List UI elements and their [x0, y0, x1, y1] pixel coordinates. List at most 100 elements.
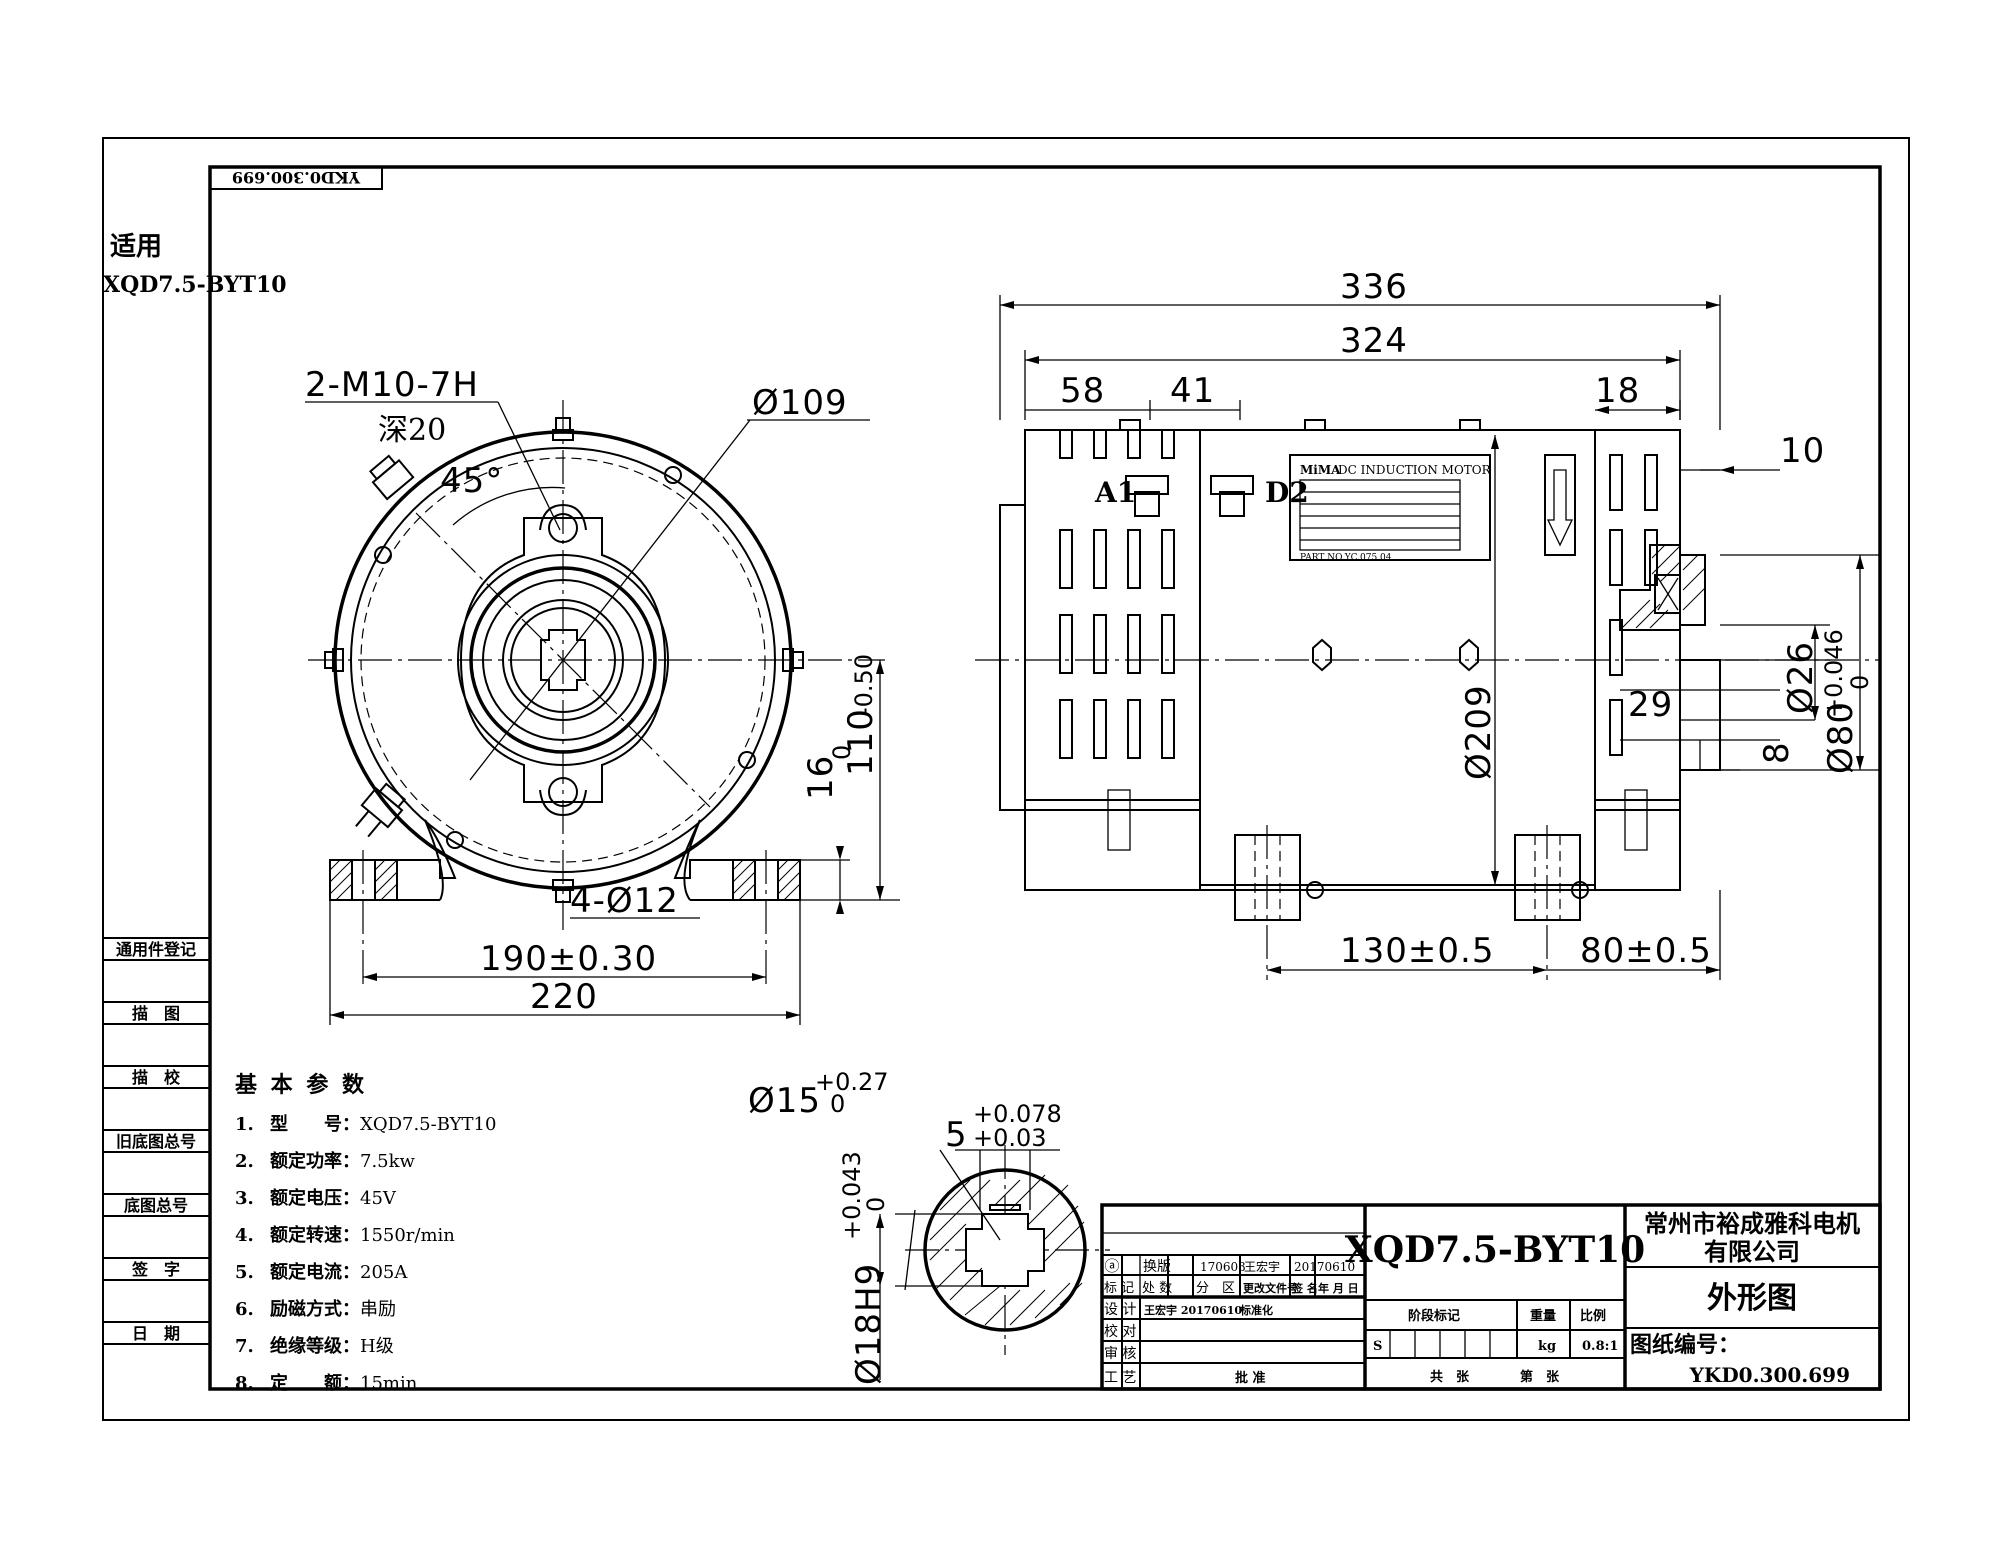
side-label-4: 旧底图总号: [116, 1132, 196, 1151]
thread-callout: 2-M10-7H: [305, 365, 479, 405]
spline-diameter-18H9: Ø18H9: [849, 1263, 889, 1385]
tb-company-line1: 常州市裕成雅科电机: [1644, 1209, 1860, 1238]
tb-row-mark: 标 记: [1104, 1281, 1134, 1296]
tb-rev-mark: ⓐ: [1104, 1257, 1119, 1275]
tb-drawing-no-label: 图纸编号：: [1630, 1332, 1740, 1358]
inner-border: [208, 165, 1882, 1391]
tb-rev-desc: 换版: [1143, 1258, 1171, 1275]
param-item: 7.绝缘等级：H级: [235, 1335, 394, 1357]
side-label-1: 通用件登记: [116, 940, 196, 959]
foot-width-220: 220: [530, 977, 598, 1017]
height-110: 110: [841, 708, 881, 776]
dim-29: 29: [1628, 685, 1673, 725]
flange-tol-lower: 0: [1846, 675, 1874, 690]
tb-rev-date: 20170610: [1294, 1260, 1355, 1274]
outer-border: [102, 137, 1910, 1421]
tb-drawing-name: 外形图: [1707, 1281, 1797, 1316]
param-item: 6.励磁方式：串励: [235, 1298, 396, 1320]
terminal-d2: D2: [1265, 476, 1309, 509]
tb-row-qty: 处 数: [1142, 1281, 1172, 1296]
nameplate-title: DC INDUCTION MOTOR: [1338, 463, 1492, 477]
tb-role-check: 校 对: [1104, 1323, 1136, 1340]
flange-tol-upper: +0.046: [1820, 629, 1848, 718]
shaft-diameter-26: Ø26: [1781, 641, 1821, 714]
corner-code-box: [209, 166, 383, 190]
params-title: 基 本 参 数: [235, 1072, 367, 1098]
nameplate-part-no: PART NO.YC.075.04: [1300, 553, 1392, 563]
tb-rev-person: 王宏宇: [1244, 1259, 1280, 1274]
foot-offset-80: 80±0.5: [1580, 931, 1712, 971]
param-item: 4.额定转速：1550r/min: [235, 1224, 455, 1246]
spline-tol-lower: 0: [862, 1197, 890, 1212]
front-view: [305, 400, 900, 1025]
tb-stage-s: S: [1373, 1339, 1382, 1354]
tb-role-design: 设 计: [1104, 1302, 1136, 1318]
tb-weight-label: 重量: [1530, 1308, 1556, 1324]
tb-sheets-total: 共 张: [1430, 1369, 1470, 1385]
key-tol-upper: +0.078: [973, 1100, 1062, 1128]
tb-stage-label: 阶段标记: [1408, 1308, 1460, 1324]
height-16: 16: [801, 755, 841, 800]
dim-8: 8: [1757, 741, 1797, 764]
side-label-2: 描 图: [132, 1004, 180, 1023]
side-label-5: 底图总号: [124, 1196, 188, 1215]
title-block-grid: [1100, 1203, 1882, 1391]
key-tol-lower: +0.03: [973, 1124, 1047, 1152]
tb-scale-label: 比例: [1580, 1308, 1606, 1324]
side-label-3: 描 校: [132, 1068, 181, 1087]
foot-holes-span-130: 130±0.5: [1340, 931, 1494, 971]
dim-41: 41: [1170, 371, 1215, 411]
tb-row-date: 年 月 日: [1318, 1281, 1359, 1295]
tb-approve: 批 准: [1235, 1370, 1266, 1386]
body-diameter-209: Ø209: [1459, 684, 1499, 780]
tb-sheet-no: 第 张: [1520, 1369, 1560, 1385]
tb-scale: 0.8:1: [1582, 1339, 1618, 1354]
side-view: [975, 295, 1880, 980]
bolt-circle-dia: Ø109: [752, 383, 848, 423]
side-label-6: 签 字: [131, 1260, 180, 1279]
height-16-tol-upper: 0: [828, 745, 856, 760]
param-item: 1.型 号：XQD7.5-BYT10: [235, 1113, 496, 1135]
dim-18: 18: [1595, 371, 1640, 411]
corner-code: YKD0.300.699: [232, 168, 361, 187]
nameplate: [1289, 454, 1491, 561]
param-item: 5.额定电流：205A: [235, 1261, 408, 1283]
tb-row-sign: 签 名: [1291, 1281, 1318, 1295]
bore-tol-lower: 0: [830, 1090, 845, 1118]
tb-std: 标准化: [1239, 1303, 1273, 1317]
dim-58: 58: [1060, 371, 1105, 411]
applicable-label: 适用: [110, 232, 162, 262]
nameplate-brand: MiMA: [1300, 463, 1341, 477]
applicable-model: XQD7.5-BYT10: [103, 272, 287, 298]
bore-tol-upper: +0.27: [815, 1068, 889, 1096]
key-width-5: 5: [945, 1115, 968, 1155]
param-item: 8.定 额：15min: [235, 1372, 418, 1394]
spline-tol-upper: +0.043: [838, 1151, 866, 1240]
terminal-a1: A1: [1094, 476, 1136, 509]
tb-model: XQD7.5-BYT10: [1345, 1229, 1645, 1271]
tb-role-process: 工 艺: [1104, 1370, 1136, 1386]
overall-length-336: 336: [1340, 267, 1408, 307]
angle-45: 45°: [440, 461, 503, 501]
tb-weight-unit: kg: [1538, 1339, 1556, 1354]
tb-row-zone: 分 区: [1196, 1281, 1235, 1296]
foot-span-190: 190±0.30: [480, 939, 657, 979]
tb-role-review: 审 核: [1104, 1346, 1136, 1362]
param-item: 2.额定功率：7.5kw: [235, 1150, 416, 1172]
body-length-324: 324: [1340, 321, 1408, 361]
section-view: [876, 1145, 1110, 1380]
side-label-7: 日 期: [132, 1324, 180, 1343]
holes-4x12: 4-Ø12: [570, 881, 679, 921]
tb-designer: 王宏宇 20170610: [1144, 1303, 1242, 1317]
tb-company-line2: 有限公司: [1704, 1237, 1800, 1266]
side-label-strip: [103, 937, 210, 1345]
param-item: 3.额定电压：45V: [235, 1187, 397, 1209]
tb-rev-no: 170603: [1200, 1260, 1246, 1274]
height-16-tol-lower: -0.50: [850, 654, 878, 716]
thread-depth: 深20: [378, 413, 446, 448]
bore-diameter-15: Ø15: [748, 1081, 821, 1121]
flange-diameter-80: Ø80: [1821, 701, 1861, 774]
tb-drawing-no: YKD0.300.699: [1689, 1363, 1850, 1387]
dim-10: 10: [1780, 431, 1825, 471]
